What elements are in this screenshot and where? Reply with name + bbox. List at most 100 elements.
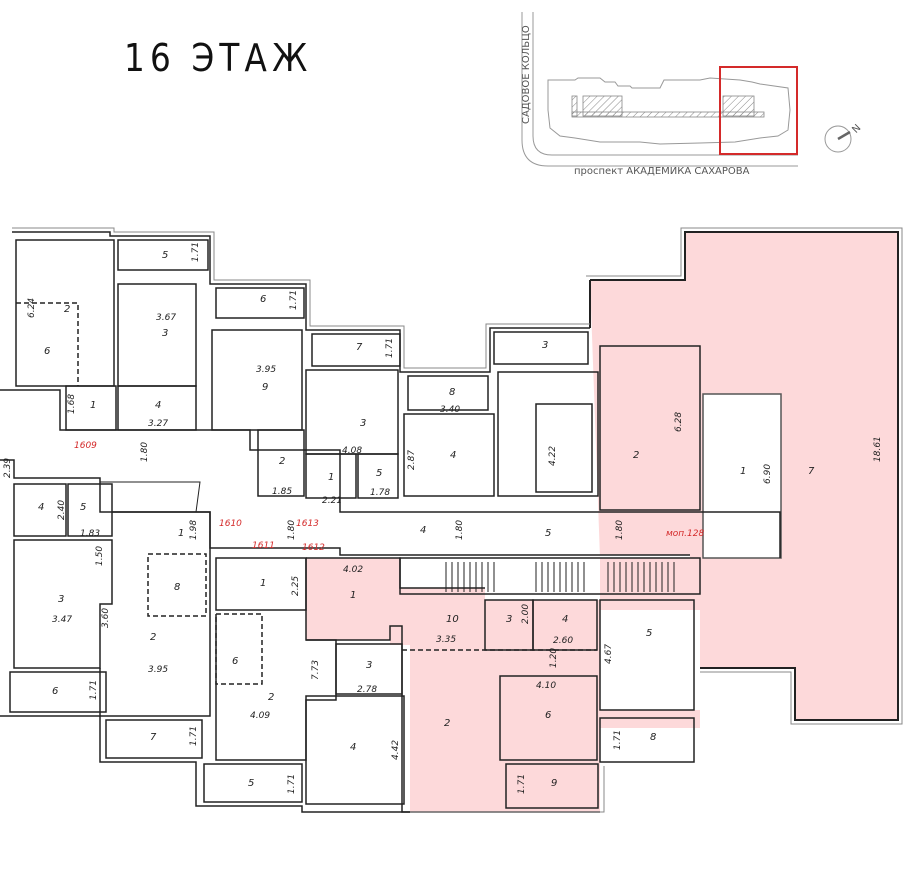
apartment-number-1613: 1613 <box>296 519 319 529</box>
svg-text:1.71: 1.71 <box>189 726 199 746</box>
svg-text:4: 4 <box>38 502 44 513</box>
apartment-number-1612: 1612 <box>302 543 325 553</box>
svg-text:6.24: 6.24 <box>27 298 37 318</box>
svg-text:3: 3 <box>360 418 366 429</box>
svg-text:9: 9 <box>551 778 557 789</box>
svg-text:3: 3 <box>542 340 548 351</box>
svg-text:7.73: 7.73 <box>311 660 321 680</box>
svg-text:5: 5 <box>376 468 382 479</box>
svg-text:18.61: 18.61 <box>873 436 883 462</box>
svg-text:3: 3 <box>366 660 372 671</box>
svg-text:6.28: 6.28 <box>674 412 684 432</box>
svg-text:4: 4 <box>420 525 426 536</box>
svg-text:2: 2 <box>633 450 639 461</box>
svg-text:7: 7 <box>150 732 157 743</box>
svg-text:2.25: 2.25 <box>291 576 301 596</box>
svg-text:1: 1 <box>260 578 266 589</box>
svg-text:5: 5 <box>248 778 254 789</box>
svg-text:4.09: 4.09 <box>250 711 270 721</box>
svg-text:3.27: 3.27 <box>148 419 168 429</box>
svg-text:2.39: 2.39 <box>3 458 13 478</box>
building-walls <box>0 227 781 813</box>
svg-text:5: 5 <box>646 628 652 639</box>
svg-text:3.40: 3.40 <box>440 405 460 415</box>
svg-text:1.78: 1.78 <box>370 488 390 498</box>
svg-text:10: 10 <box>446 614 459 625</box>
highlighted-apartment[interactable] <box>306 227 903 812</box>
svg-text:1.80: 1.80 <box>287 520 297 540</box>
svg-text:4: 4 <box>155 400 161 411</box>
svg-text:2.40: 2.40 <box>57 500 67 520</box>
street-sakharova: проспект АКАДЕМИКА САХАРОВА <box>574 166 750 177</box>
svg-text:1.80: 1.80 <box>140 442 150 462</box>
svg-text:4.08: 4.08 <box>342 446 362 456</box>
room-labels: 5 1.71 2 6.24 6 3.67 3 1 1.68 4 3.27 160… <box>3 242 883 794</box>
floor-title: 16 ЭТАЖ <box>124 36 313 80</box>
apartment-number-1609: 1609 <box>74 441 97 451</box>
svg-text:1: 1 <box>350 590 356 601</box>
svg-text:2.60: 2.60 <box>553 636 573 646</box>
svg-text:9: 9 <box>262 382 268 393</box>
apartment-number-1610: 1610 <box>219 519 242 529</box>
svg-text:1: 1 <box>328 472 334 483</box>
svg-text:3.95: 3.95 <box>148 665 168 675</box>
svg-text:1: 1 <box>740 466 746 477</box>
svg-text:2.87: 2.87 <box>407 450 417 470</box>
street-sadovoe: САДОВОЕ КОЛЬЦО <box>521 25 532 124</box>
svg-text:6: 6 <box>260 294 266 305</box>
svg-text:2.21: 2.21 <box>322 496 342 506</box>
mop-label: моп.128 <box>666 529 704 539</box>
svg-text:6: 6 <box>44 346 50 357</box>
svg-text:4.10: 4.10 <box>536 681 556 691</box>
svg-text:8: 8 <box>174 582 180 593</box>
svg-text:4: 4 <box>350 742 356 753</box>
svg-text:6: 6 <box>52 686 58 697</box>
compass-icon <box>824 125 852 153</box>
svg-text:5: 5 <box>545 528 551 539</box>
svg-text:2: 2 <box>444 718 450 729</box>
svg-text:2: 2 <box>268 692 274 703</box>
key-plan: САДОВОЕ КОЛЬЦО проспект АКАДЕМИКА САХАРО… <box>521 12 863 177</box>
svg-text:2: 2 <box>150 632 156 643</box>
current-section-highlight <box>719 66 798 155</box>
svg-text:6.90: 6.90 <box>763 464 773 484</box>
svg-text:7: 7 <box>356 342 363 353</box>
svg-text:3.35: 3.35 <box>436 635 456 645</box>
svg-text:6: 6 <box>232 656 238 667</box>
svg-text:1.80: 1.80 <box>615 520 625 540</box>
svg-text:1: 1 <box>90 400 96 411</box>
svg-text:4.67: 4.67 <box>604 644 614 664</box>
svg-text:1.98: 1.98 <box>189 520 199 540</box>
svg-text:1.80: 1.80 <box>455 520 465 540</box>
svg-text:3: 3 <box>506 614 512 625</box>
svg-text:2.78: 2.78 <box>357 685 377 695</box>
svg-text:3.47: 3.47 <box>52 615 72 625</box>
svg-text:5: 5 <box>162 250 168 261</box>
svg-text:3.60: 3.60 <box>101 608 111 628</box>
svg-text:6: 6 <box>545 710 551 721</box>
svg-text:4.02: 4.02 <box>343 565 363 575</box>
svg-text:2.00: 2.00 <box>521 604 531 624</box>
svg-text:1.71: 1.71 <box>191 242 201 262</box>
svg-text:2: 2 <box>64 304 70 315</box>
svg-text:1.71: 1.71 <box>613 730 623 750</box>
svg-text:1.20: 1.20 <box>549 648 559 668</box>
svg-text:3.67: 3.67 <box>156 313 176 323</box>
svg-text:1.50: 1.50 <box>95 546 105 566</box>
svg-text:3.95: 3.95 <box>256 365 276 375</box>
svg-text:8: 8 <box>650 732 656 743</box>
svg-text:8: 8 <box>449 387 455 398</box>
svg-text:3: 3 <box>58 594 64 605</box>
svg-text:1: 1 <box>178 528 184 539</box>
svg-text:4: 4 <box>450 450 456 461</box>
svg-text:2: 2 <box>279 456 285 467</box>
svg-text:5: 5 <box>80 502 86 513</box>
svg-text:3: 3 <box>162 328 168 339</box>
apartment-number-1611: 1611 <box>252 541 275 551</box>
svg-text:4.22: 4.22 <box>548 446 558 466</box>
svg-text:1.71: 1.71 <box>89 680 99 700</box>
svg-text:1.71: 1.71 <box>517 774 527 794</box>
svg-text:1.85: 1.85 <box>272 487 292 497</box>
svg-text:1.83: 1.83 <box>80 529 100 539</box>
